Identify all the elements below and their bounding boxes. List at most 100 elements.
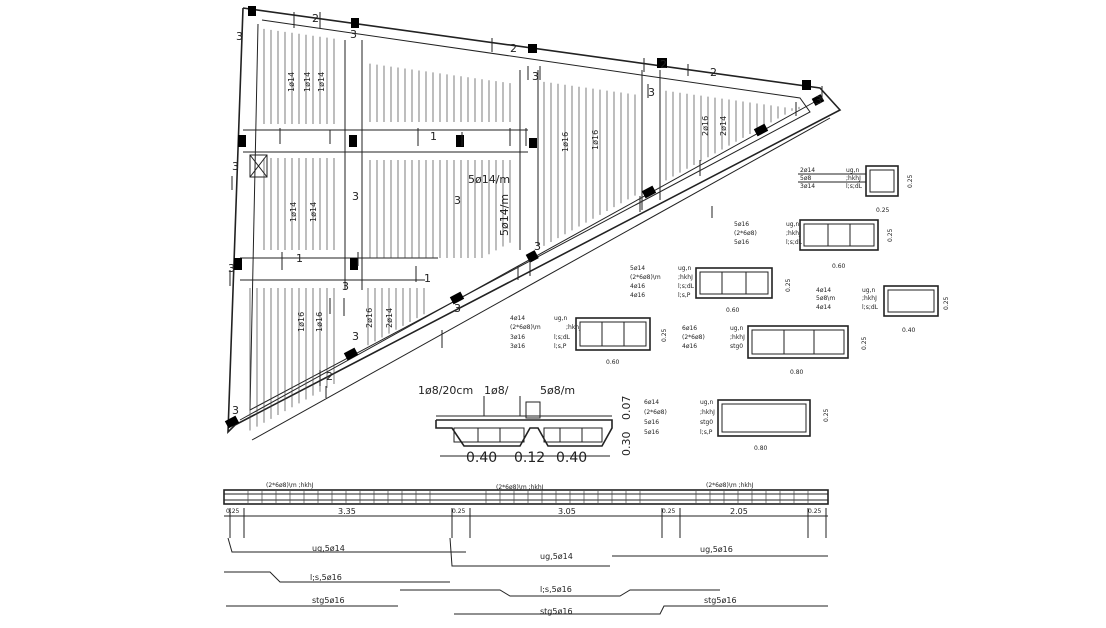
- section-mark: 3: [352, 190, 359, 203]
- section-mark: 3: [454, 194, 461, 207]
- section-mark: 3: [232, 160, 239, 173]
- bar-schedule-label: stg5ø16: [540, 607, 573, 616]
- rib-label: 1ø14: [317, 72, 326, 92]
- section-mark: 2: [710, 66, 717, 79]
- bar-code: ug,n: [786, 221, 800, 228]
- section-mark: 1: [430, 130, 437, 143]
- bar-schedule-label: stg5ø16: [704, 596, 737, 605]
- bar-code: l;s;dL: [846, 183, 863, 190]
- rib-hatching: [249, 28, 800, 431]
- column: [351, 18, 359, 28]
- section-mark: 2: [326, 370, 333, 383]
- bar-label: (2*6ø8): [734, 230, 757, 237]
- section-mark: 3: [648, 86, 655, 99]
- bar-code: l;s,P: [554, 343, 567, 350]
- stirrup-label: (2*6ø8)\m ;hkhJ: [496, 484, 544, 491]
- column: [350, 258, 358, 270]
- section-mark: 3: [232, 404, 239, 417]
- rib-slab: 0.07: [620, 396, 633, 421]
- section-mark: 3: [532, 70, 539, 83]
- section-brackets: [229, 12, 823, 398]
- beam-section: 5ø14 ug,n (2*6ø8)\m ;hkhJ 4ø16 l;s;dL 4ø…: [630, 265, 792, 314]
- bar-label: 4ø16: [630, 283, 645, 290]
- rib-label: 1ø16: [297, 312, 306, 332]
- bar-label: 5ø16: [734, 239, 749, 246]
- beam-sections: 2ø14 ug,n 5ø8 ;hkhJ 3ø14 l;s;dL 0.25 0.2…: [510, 165, 950, 452]
- section-mark: 3: [228, 262, 235, 275]
- stirrup-label: (2*6ø8)\m ;hkhJ: [706, 482, 754, 489]
- rib-label: 1ø14: [303, 72, 312, 92]
- section-mark: 2: [660, 58, 667, 71]
- bar-label: 3ø16: [510, 343, 525, 350]
- bar-code: stg0: [700, 419, 713, 426]
- column: [657, 58, 667, 68]
- bar-label: (2*6ø8): [644, 409, 667, 416]
- rib-top-label: 5ø8/m: [540, 384, 575, 397]
- section-mark: 3: [534, 240, 541, 253]
- rib-label: 1ø14: [309, 202, 318, 222]
- bar-schedule-label: ug,5ø16: [700, 545, 733, 554]
- rib-label: 1ø16: [315, 312, 324, 332]
- bar-code: l;s;dL: [678, 283, 695, 290]
- rib-height: 0.30: [620, 432, 633, 457]
- column: [811, 94, 825, 106]
- bar-label: 5ø16: [644, 419, 659, 426]
- dimension-ticks: [229, 508, 827, 538]
- bar-code: ;hkhJ: [678, 274, 693, 281]
- section-mark: 2: [312, 12, 319, 25]
- section-mark: 3: [352, 330, 359, 343]
- bar-code: ;hkhJ: [730, 334, 745, 341]
- section-mark: 3: [342, 280, 349, 293]
- elev-dim: 3.35: [338, 507, 356, 516]
- bar-code: ug,n: [730, 325, 744, 332]
- column: [234, 258, 242, 270]
- rib-top-label: 1ø8/20cm: [418, 384, 473, 397]
- rib-dim: 0.40: [556, 450, 587, 466]
- rib-label: 1ø16: [561, 132, 570, 152]
- section-mark: 1: [424, 272, 431, 285]
- column: [529, 138, 537, 148]
- rib-dim: 0.12: [514, 450, 545, 466]
- column: [238, 135, 246, 147]
- rib-top-label: 1ø8/: [484, 384, 509, 397]
- section-mark: 3: [815, 94, 822, 107]
- bar-code: l;s;dL: [862, 304, 879, 311]
- void-opening: [249, 154, 268, 178]
- bar-label: 4ø14: [510, 315, 525, 322]
- stirrup-ticks: [247, 491, 809, 503]
- section-depth: 0.25: [861, 336, 868, 350]
- section-width: 0.60: [726, 307, 740, 314]
- bar-code: l;s;dL: [786, 239, 803, 246]
- bar-code: ;hkhJ: [786, 230, 801, 237]
- beam-section: 5ø16 ug,n (2*6ø8) ;hkhJ 5ø16 l;s;dL 0.60…: [734, 219, 894, 270]
- bar-code: l;s;dL: [554, 334, 571, 341]
- bar-code: ;hkhJ: [862, 295, 877, 302]
- rib-label: 1ø14: [287, 72, 296, 92]
- slab-plan: 1ø14 1ø14 1ø14 1ø14 1ø14 1ø16 1ø16 1ø16 …: [224, 6, 842, 441]
- rib-label: 2ø14: [385, 308, 394, 328]
- elev-dim: 2.05: [730, 507, 748, 516]
- mesh-label: 5ø14/m: [498, 194, 511, 236]
- bar-code: ug,n: [862, 287, 876, 294]
- column: [456, 135, 464, 147]
- elev-dim: 3.05: [558, 507, 576, 516]
- bar-label: (2*6ø8): [682, 334, 705, 341]
- bar-label: 4ø14: [816, 287, 831, 294]
- columns: [224, 6, 825, 429]
- bar-code: l;s,P: [678, 292, 691, 299]
- rib-label: 2ø14: [719, 116, 728, 136]
- bar-code: ;hkhJ: [846, 175, 861, 182]
- bar-label: 3ø14: [800, 183, 815, 190]
- section-depth: 0.25: [943, 296, 950, 310]
- column: [248, 6, 256, 16]
- column: [525, 250, 539, 263]
- section-mark: 3: [350, 28, 357, 41]
- beam-section: 6ø16 ug,n (2*6ø8) ;hkhJ 4ø16 stg0 0.80 0…: [682, 325, 868, 376]
- bar-code: l;s,P: [700, 429, 713, 436]
- section-mark: 1: [296, 252, 303, 265]
- plan-outline: [227, 7, 842, 435]
- column: [224, 415, 240, 429]
- bar-code: ug,n: [554, 315, 568, 322]
- section-width: 0.80: [790, 369, 804, 376]
